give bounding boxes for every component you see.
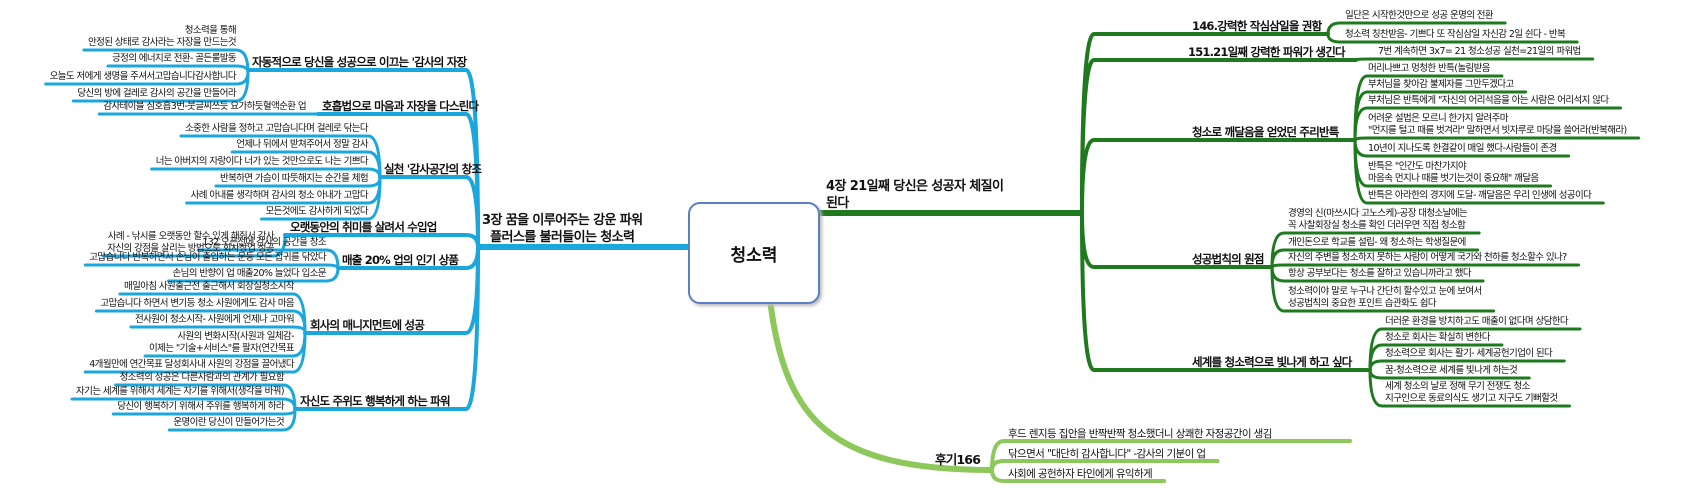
list-item[interactable]: 당신의 방에 걸레로 감사의 공간을 만들어라	[77, 88, 236, 99]
list-item[interactable]: 사례 - 낚시를 오랫동안 할수 있게 해줘서 감사 자신의 강점을 살리는 방…	[107, 231, 274, 254]
branch-line	[83, 330, 307, 374]
branch-line	[1270, 263, 1581, 269]
list-item[interactable]: 청소력의 성공은 다른사람과의 관계가 필요함	[119, 372, 285, 383]
branch-line	[1368, 368, 1571, 408]
branch-line	[150, 167, 382, 180]
branch-line	[990, 468, 1167, 483]
list-item[interactable]: 오늘도 저에게 생명을 주셔서고맙습니다감사합니다	[49, 71, 237, 82]
list-item[interactable]: 부처님은 반특에게 "자신의 어리석음을 아는 사람은 어리석지 않다	[1368, 95, 1609, 106]
list-item[interactable]: 운명이란 당신이 만들어가는것	[173, 417, 284, 428]
branch-line	[70, 397, 297, 412]
list-item[interactable]: 고맙습니다 반복하면서 손님이 출입하는 문등 모든 잡귀를 닦았다	[89, 252, 326, 263]
branch-line	[1326, 21, 1507, 36]
branch-line	[378, 175, 480, 249]
branch-line	[1368, 359, 1566, 372]
right-topic-success-origin[interactable]: 성공법칙의 원점	[1192, 252, 1264, 266]
branch-line	[94, 309, 307, 334]
list-item[interactable]: 자기는 세계를 위해서 세계는 자기를 위해서(생각을 바꿔)	[76, 386, 285, 397]
branch-line	[1353, 106, 1622, 142]
list-item[interactable]: 청소력이야 말로 누구나 간단히 할수있고 눈에 보여서 성공법칙의 중요한 포…	[1288, 286, 1482, 309]
branch-line	[1270, 265, 1496, 313]
branch-line	[1326, 32, 1579, 44]
list-item[interactable]: 청소력 칭찬받음- 기쁘다 또 작심삼일 자신감 2일 쉰다 - 반복	[1345, 29, 1566, 40]
list-item[interactable]: 10년이 지나도록 한결같이 매일 했다-사람들이 존경	[1368, 143, 1557, 154]
branch-line	[166, 266, 340, 283]
left-topic-hobby-import[interactable]: 오랫동안의 취미를 살려서 수입업	[290, 220, 437, 234]
right-topic-three-day-resolve[interactable]: 146.강력한 작심삼일을 권함	[1192, 19, 1322, 33]
right-topic-panthaka[interactable]: 청소로 깨달음을 얻었던 주리반특	[1192, 125, 1339, 139]
list-item[interactable]: 자신의 주변을 청소하지 못하는 사람이 어떻게 국가와 천하를 청소할수 있나…	[1288, 252, 1567, 263]
list-item[interactable]: 청소력을 통해 안정된 상태로 감사라는 자장을 만드는것	[87, 25, 237, 48]
branch-line	[71, 70, 250, 103]
list-item[interactable]: 닦으면서 "대단히 감사합니다" -감사의 기분이 업	[1008, 448, 1206, 460]
bottom-trunk-line	[767, 299, 993, 473]
branch-line	[293, 245, 480, 411]
list-item[interactable]: 사원의 변화시작(사원과 일체감- 이제는 "기술+서비스"를 팔자(연간목표	[149, 331, 295, 354]
list-item[interactable]: 청소력으로 회사는 활기- 세계공헌기업이 된다	[1385, 348, 1553, 359]
left-topic-practice[interactable]: 실천 '감사공간의 창조	[384, 162, 482, 176]
list-item[interactable]: 반특은 아라한의 경지에 도달- 깨달음은 우리 인생에 성공이다	[1368, 190, 1592, 201]
list-item[interactable]: 사회에 공헌하자 타인에게 유익하게	[1008, 468, 1153, 480]
list-item[interactable]: 항상 공부보다는 청소를 잘하고 있습니까라고 했다	[1288, 268, 1472, 279]
right-main-topic[interactable]: 4장 21일째 당신은 성공자 체질이 된다	[826, 179, 1004, 211]
list-item[interactable]: 세계 청소의 날로 정해 무기 전쟁도 청소 지구인으로 동료의식도 생기고 지…	[1385, 381, 1558, 404]
list-item[interactable]: 개인돈으로 학교를 설립- 왜 청소하는 학생질문에	[1288, 237, 1466, 248]
list-item[interactable]: 어려운 설법은 모르니 한가지 알려주마 "먼지를 털고 때를 벗겨라" 말하면…	[1368, 113, 1627, 136]
list-item[interactable]: 후드 렌지등 집안을 반짝반짝 청소했더니 상쾌한 자정공간이 생김	[1008, 428, 1272, 440]
branch-line	[101, 234, 287, 258]
branch-line	[167, 408, 297, 432]
central-topic[interactable]: 청소력	[688, 202, 820, 304]
list-item[interactable]: 132.오픈전에 감사의 공간을 창조	[202, 237, 326, 248]
list-item[interactable]: 꿈-청소력으로 세계를 빛나게 하는것	[1385, 365, 1518, 376]
list-item[interactable]: 사례 아내를 생각하며 감사의 청소 아내가 고맙다	[190, 190, 369, 201]
left-topic-breathing[interactable]: 호흡법으로 마음과 자장을 다스린다	[322, 99, 479, 113]
list-item[interactable]: 손님의 반향이 업 매출20% 늘었다 입소문	[172, 268, 326, 279]
left-topic-happiness[interactable]: 자신도 주위도 행복하게 하는 파워	[300, 394, 451, 408]
list-item[interactable]: 4개월만에 연간목표 달성회사내 사원의 강점을 끌어냈다	[89, 359, 294, 370]
list-item[interactable]: 일단은 시작한것만으로 성공 운명의 전환	[1345, 10, 1494, 21]
list-item[interactable]: 소중한 사람을 정하고 고맙습니다며 걸레로 닦는다	[184, 123, 369, 134]
branch-line	[1080, 211, 1372, 372]
list-item[interactable]: 감사테이블 심호흡3번-붓글씨쓰듯 요가하듯혈액순환 업	[103, 101, 306, 112]
list-item[interactable]: 경영의 신(마쓰시다 고노스케)-공장 대청소날에는 꼭 사찰회장실 청소를 확…	[1288, 208, 1468, 231]
list-item[interactable]: 고맙습니다 하면서 변기등 청소 사원에게도 감사 마음	[100, 298, 294, 309]
list-item[interactable]: 머리나쁘고 멍청한 반특(놀림받음	[1368, 63, 1491, 74]
list-item[interactable]: 반특은 "인간도 마찬가지야 마음속 먼지나 때를 벗기는것이 중요해" 깨달음	[1368, 161, 1539, 184]
left-main-topic[interactable]: 3장 꿈을 이루어주는 강운 파워 플러스를 불러들이는 청소력	[482, 213, 643, 245]
central-topic-label: 청소력	[730, 245, 778, 266]
branch-line	[196, 248, 340, 270]
branch-line	[283, 233, 480, 249]
list-item[interactable]: 너는 아버지의 자랑이다 너가 있는 것만으로도 나는 기쁘다	[155, 156, 369, 167]
branch-line	[259, 176, 382, 221]
list-item[interactable]: 모든것에도 감사하게 되었다	[265, 206, 368, 217]
branch-line	[1270, 248, 1480, 269]
left-topic-gratitude-field[interactable]: 자동적으로 당신을 성공으로 이끄는 '감사의 자장	[252, 55, 467, 69]
list-item[interactable]: 전사원이 청소시작- 사원에게 언제나 고마워	[134, 314, 295, 325]
list-item[interactable]: 당신이 행복하기 위해서 주위를 행복하게 하라	[117, 401, 284, 412]
bottom-topic-afterword[interactable]: 후기166	[935, 452, 981, 467]
list-item[interactable]: 7번 계속하면 3x7= 21 청소성공 실천=21일의 파워법	[1378, 46, 1581, 57]
right-topic-21-days[interactable]: 151.21일째 강력한 파워가 생긴다	[1188, 45, 1346, 59]
list-item[interactable]: 더러운 환경을 방치하고도 매출이 없다며 상담한다	[1385, 316, 1569, 327]
list-item[interactable]: 긍정의 에너지로 전환- 골든룰발동	[111, 53, 237, 64]
left-topic-management[interactable]: 회사의 매니지먼트에 성공	[310, 318, 425, 332]
branch-line	[1353, 136, 1641, 142]
branch-line	[1354, 57, 1595, 62]
branch-line	[1353, 138, 1605, 205]
right-topic-shine-world[interactable]: 세계를 청소력으로 빛나게 하고 싶다	[1192, 355, 1352, 369]
left-topic-sales[interactable]: 매출 20% 업의 인기 상품	[342, 253, 459, 267]
list-item[interactable]: 언제나 뒤에서 받쳐주어서 정말 감사	[236, 139, 368, 150]
branch-line	[1080, 138, 1357, 215]
list-item[interactable]: 반복하면 가슴이 따뜻해지는 순간을 체험	[219, 173, 369, 184]
list-item[interactable]: 매일아침 사원출근전 출근해서 회장실청소시작	[123, 281, 295, 292]
list-item[interactable]: 청소로 회사는 확실히 변한다	[1385, 332, 1491, 343]
list-item[interactable]: 부처님을 찾아감 불제자를 그만두겠다고	[1368, 79, 1514, 90]
